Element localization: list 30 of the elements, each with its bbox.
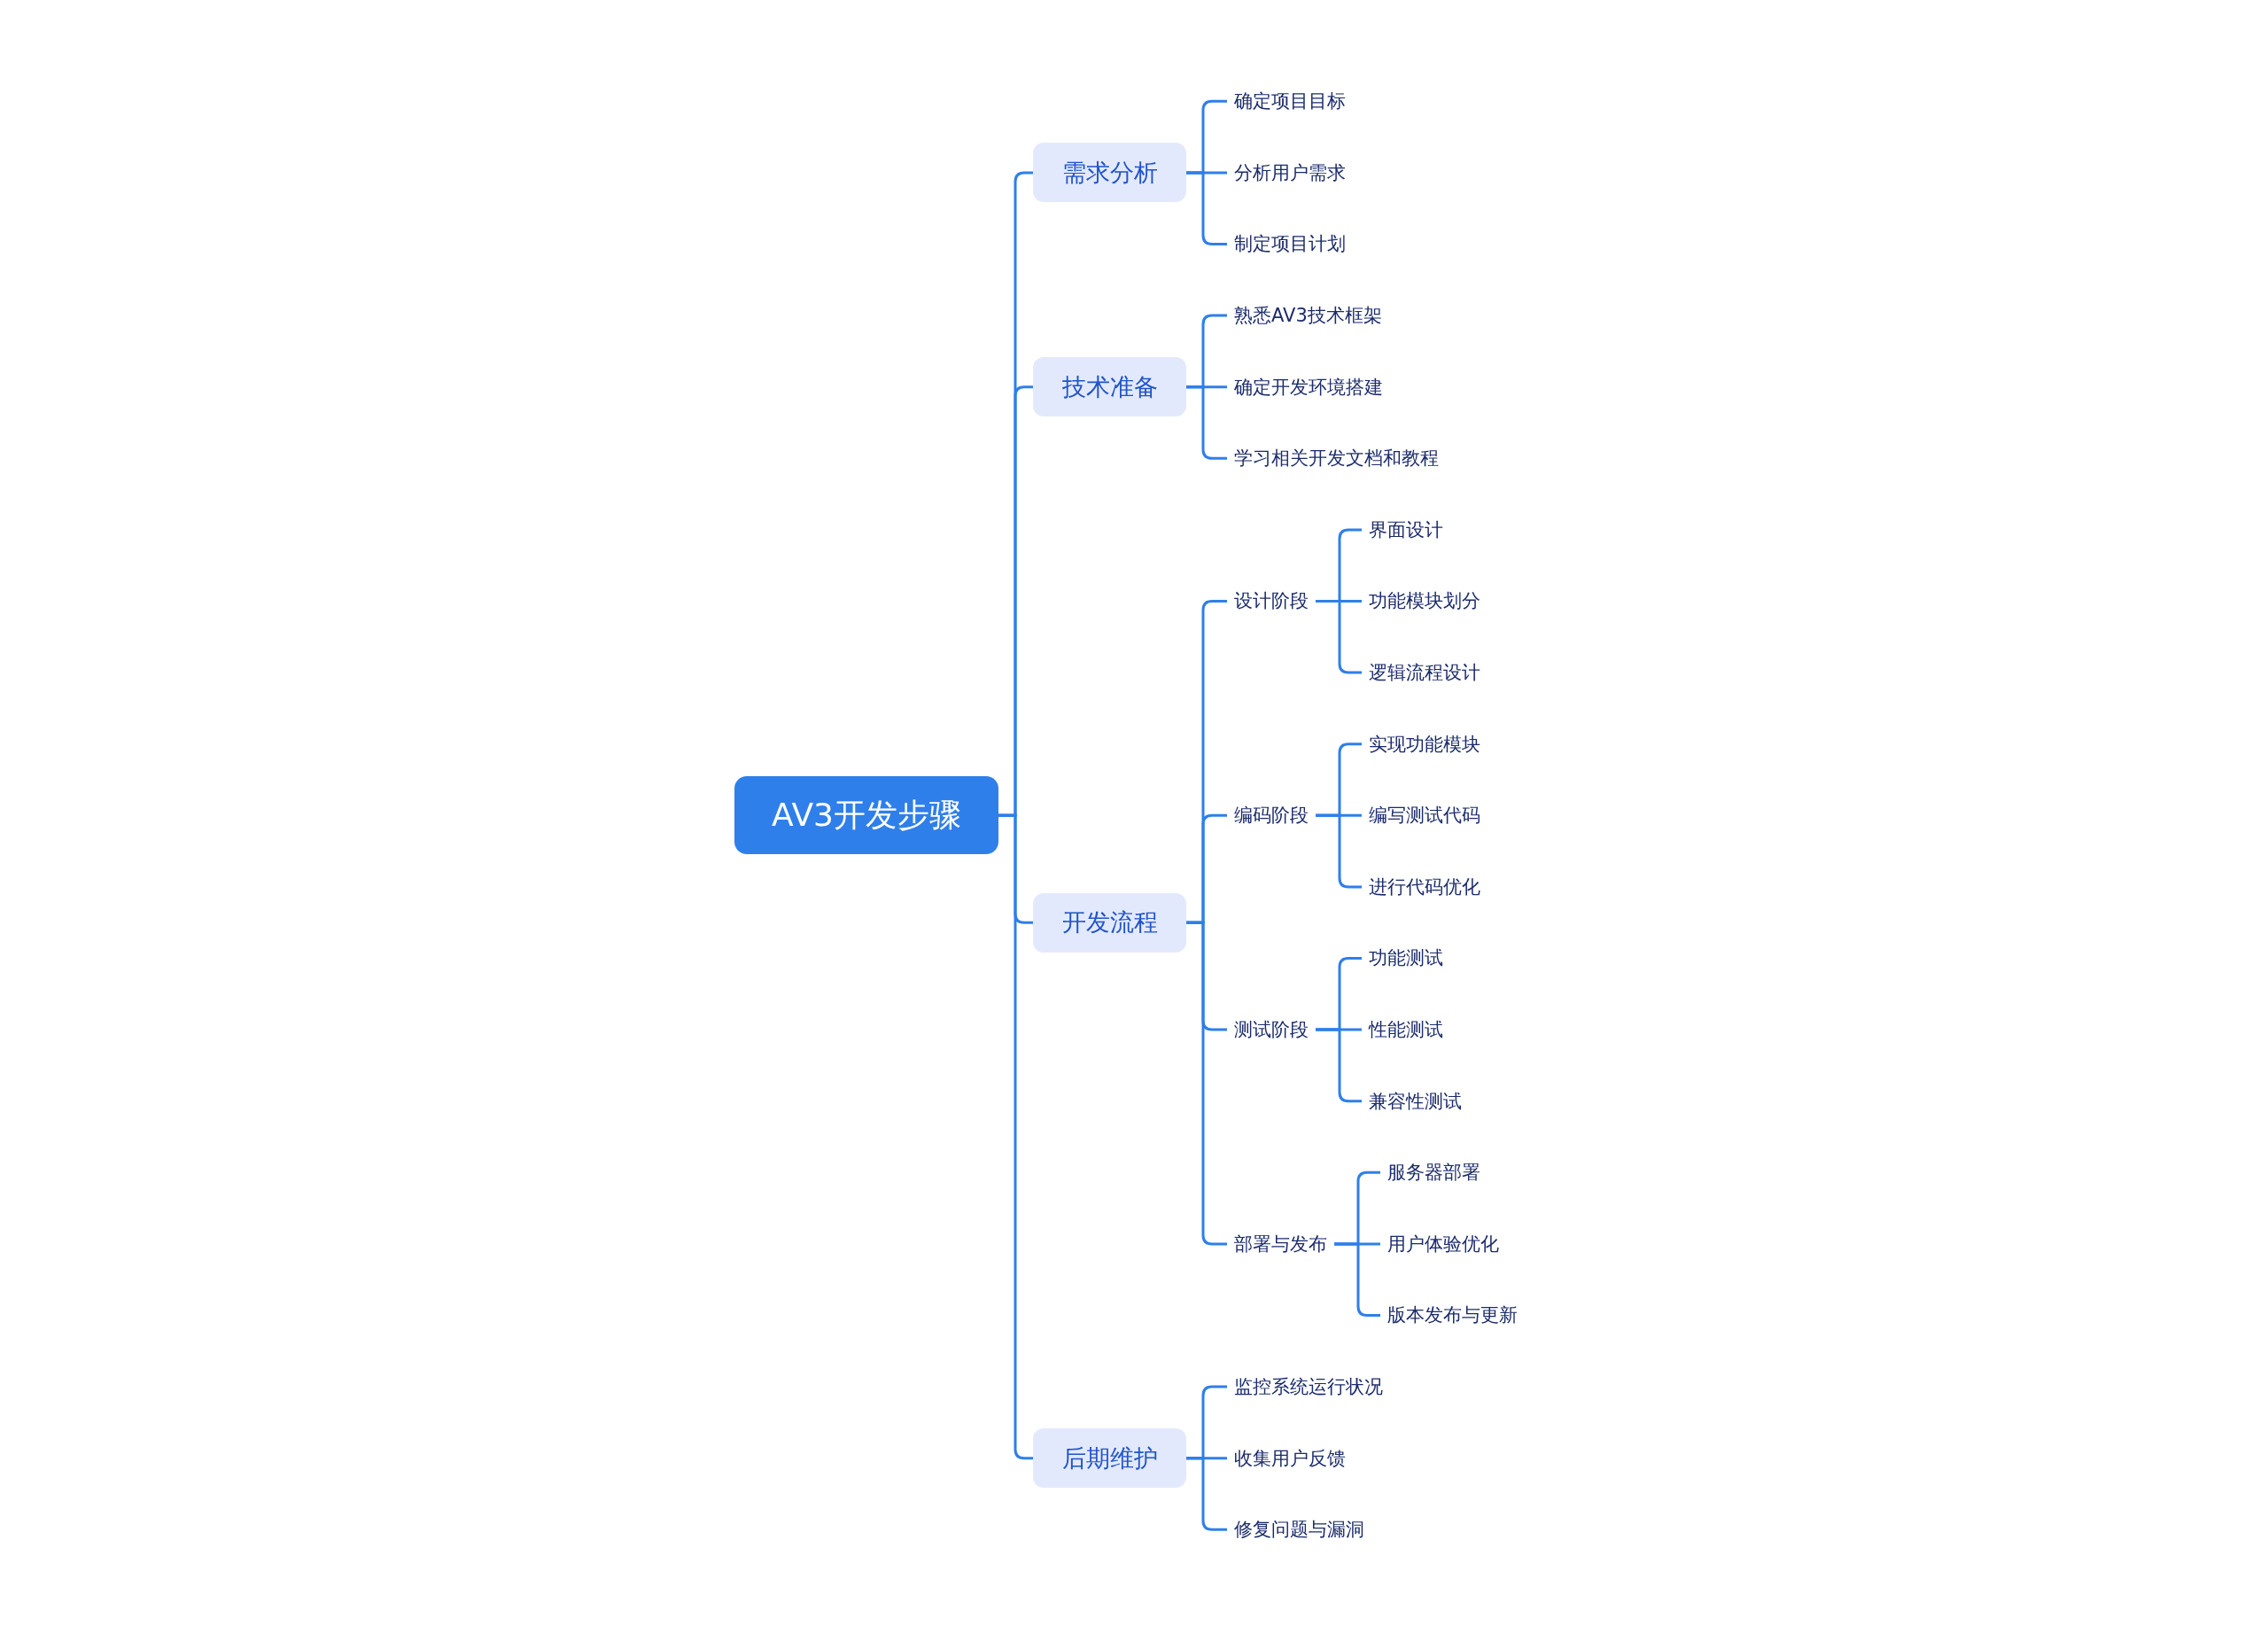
topic-label: 测试阶段 [1227, 1015, 1316, 1044]
topic-label: 版本发布与更新 [1380, 1302, 1525, 1329]
topic-label: 确定开发环境搭建 [1227, 373, 1390, 400]
topic-label: 设计阶段 [1227, 587, 1316, 615]
topic-label: 部署与发布 [1227, 1230, 1334, 1257]
topic-label: 监控系统运行状况 [1227, 1372, 1390, 1401]
topic-box: 需求分析 [1033, 143, 1186, 203]
topic-label: 熟悉AV3技术框架 [1227, 301, 1389, 330]
topic-label: 编写测试代码 [1362, 802, 1487, 829]
root-topic-box: AV3开发步骤 [734, 776, 998, 855]
topic-label: 兼容性测试 [1362, 1087, 1469, 1115]
topic-label: 功能测试 [1362, 945, 1450, 972]
topic-box: 后期维护 [1033, 1428, 1186, 1489]
topic-label: 编码阶段 [1227, 802, 1316, 829]
topic-label: 用户体验优化 [1380, 1230, 1506, 1257]
topic-label: 收集用户反馈 [1227, 1444, 1353, 1472]
topic-label: 修复问题与漏洞 [1227, 1516, 1371, 1544]
topic-label: 制定项目计划 [1227, 230, 1353, 258]
topic-label: 学习相关开发文档和教程 [1227, 445, 1446, 472]
topic-label: 功能模块划分 [1362, 587, 1487, 615]
topic-box: 开发流程 [1033, 892, 1186, 953]
topic-label: 实现功能模块 [1362, 730, 1487, 758]
topic-label: 性能测试 [1362, 1015, 1450, 1044]
topic-box: 技术准备 [1033, 357, 1186, 417]
topic-label: 分析用户需求 [1227, 159, 1353, 186]
topic-label: 界面设计 [1362, 516, 1450, 543]
topic-label: 逻辑流程设计 [1362, 658, 1487, 687]
topic-label: 进行代码优化 [1362, 873, 1487, 900]
topic-label: 服务器部署 [1380, 1159, 1487, 1186]
topic-label: 确定项目目标 [1227, 88, 1353, 115]
